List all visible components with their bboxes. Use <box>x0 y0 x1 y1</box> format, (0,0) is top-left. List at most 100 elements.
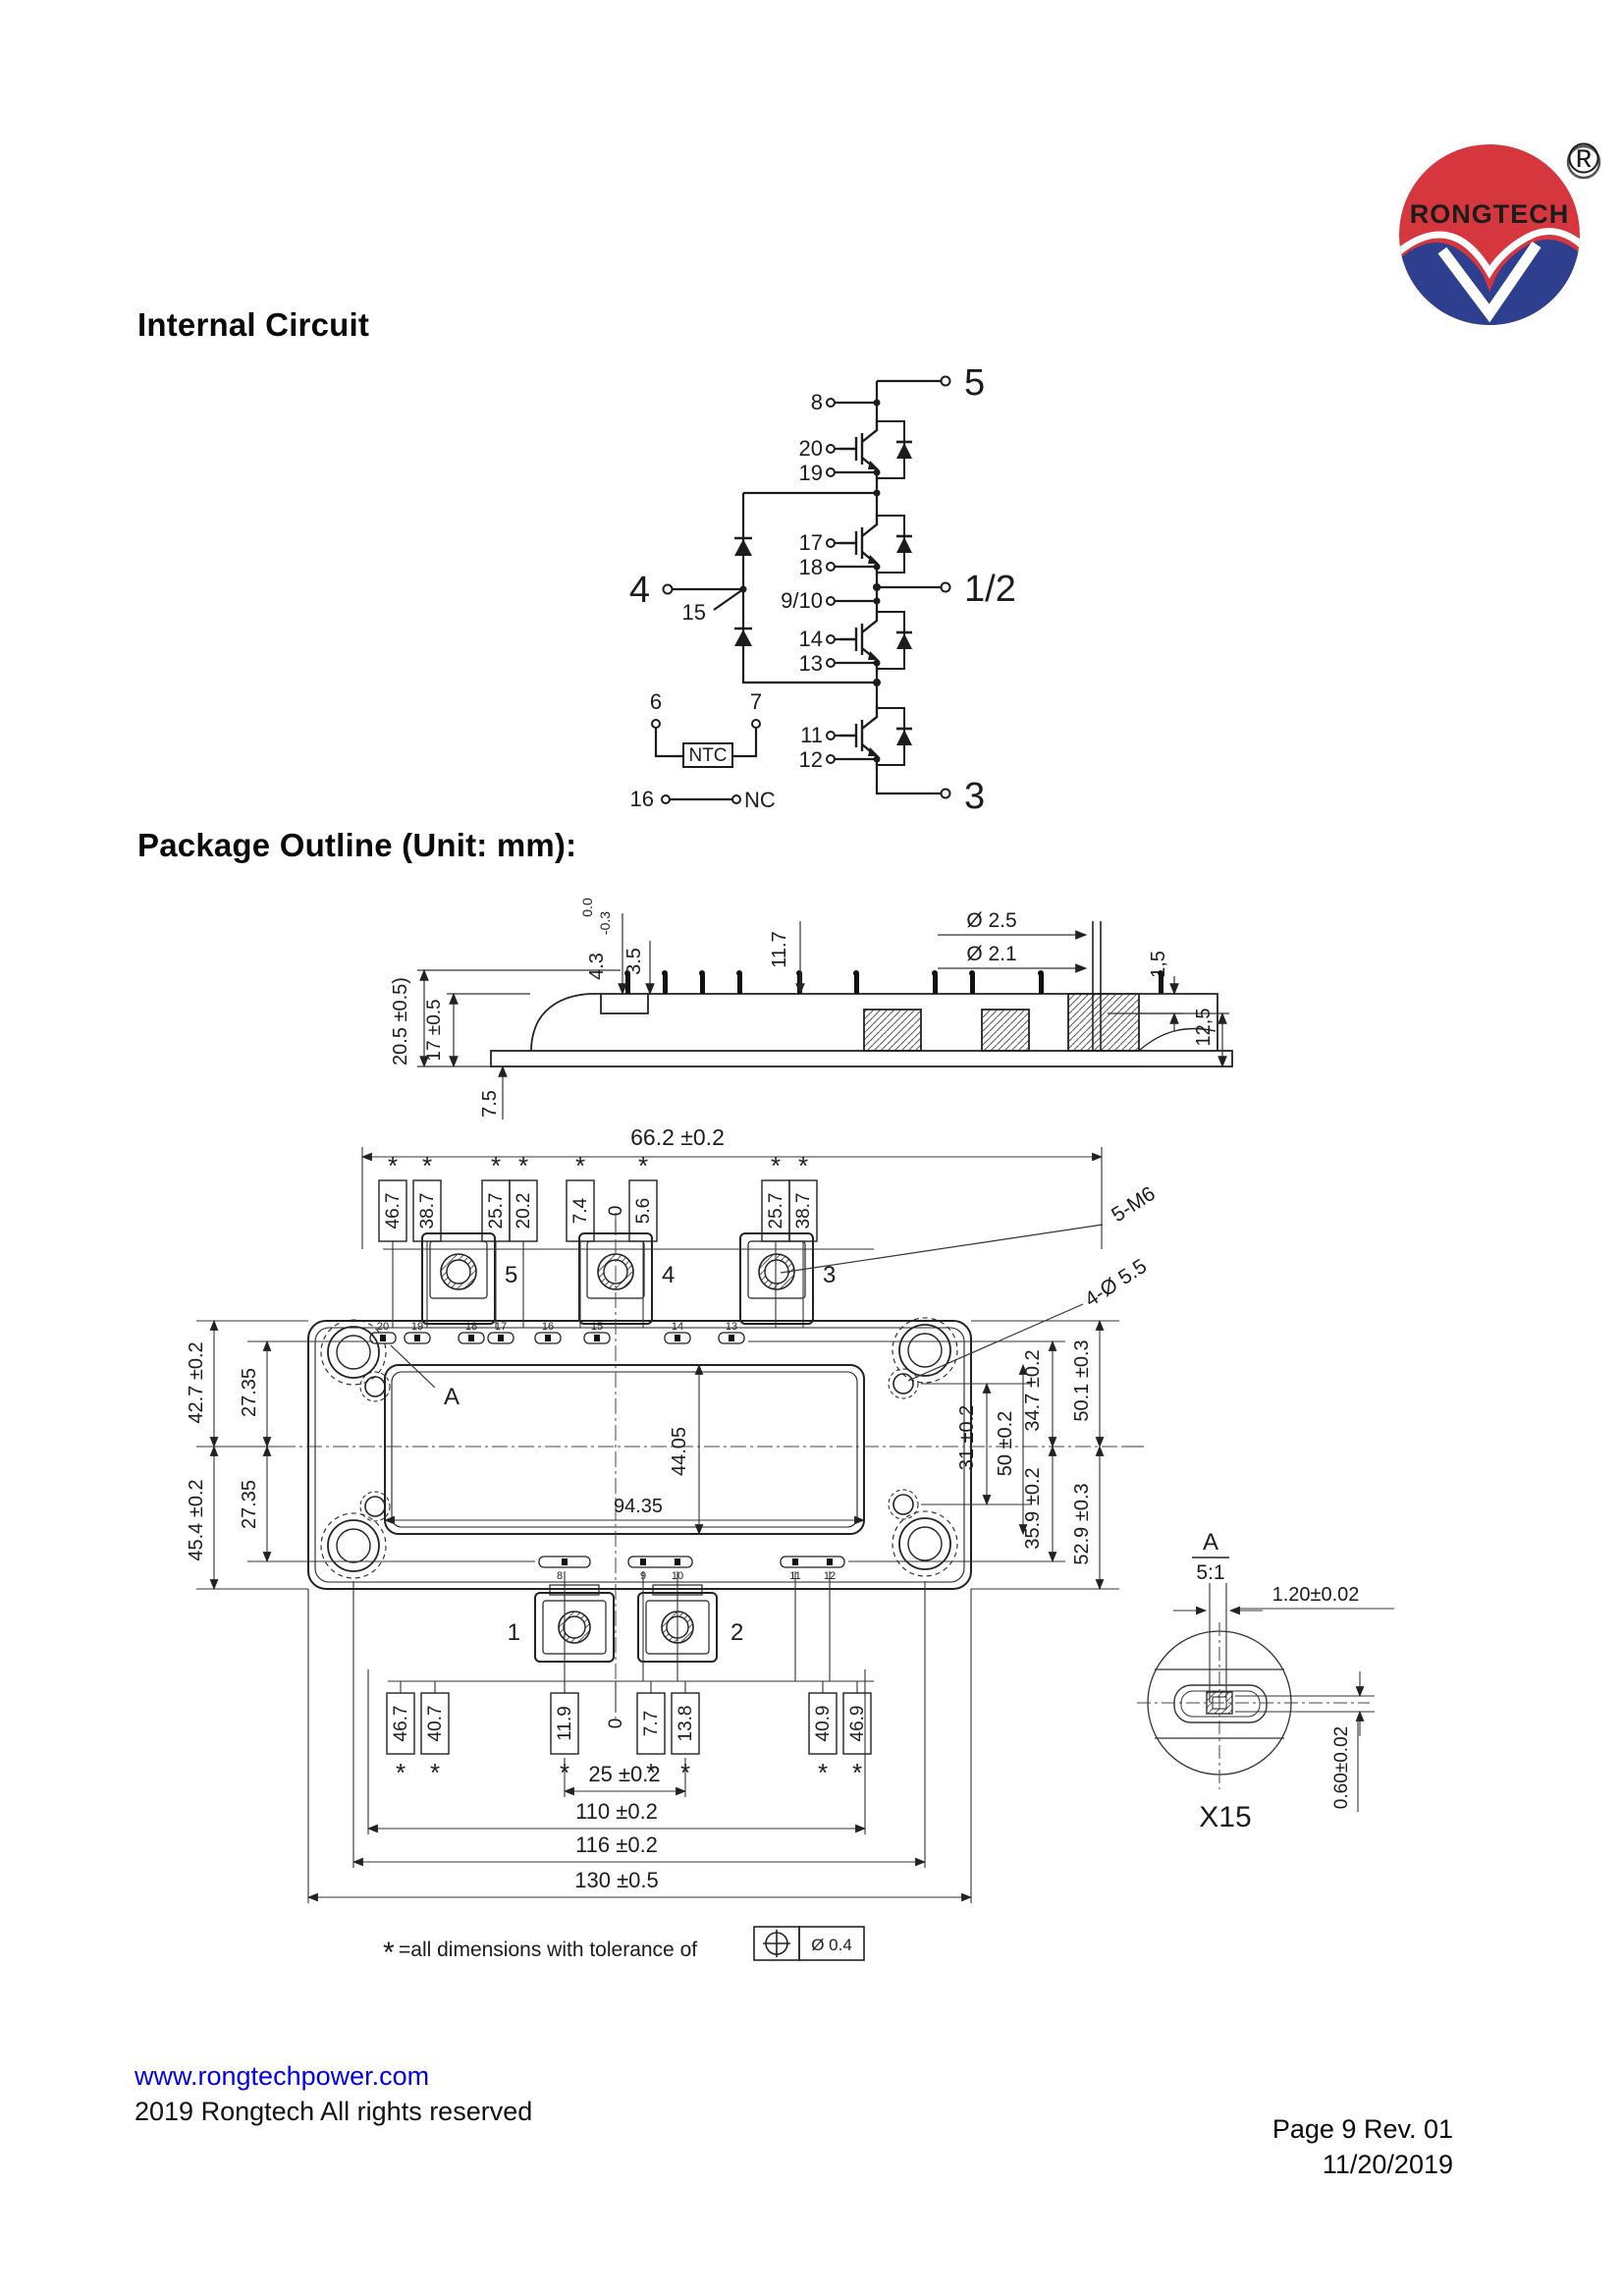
botdim-5: 40.9 <box>813 1706 834 1742</box>
span-25: 25 ±0.2 <box>588 1762 660 1786</box>
nc-label: NC <box>744 788 776 812</box>
leftdim-3: 45.4 ±0.2 <box>186 1479 207 1560</box>
copyright-text: 2019 Rongtech All rights reserved <box>135 2097 533 2126</box>
rongtech-logo: RONGTECH ® <box>1399 135 1601 325</box>
position-symbol-icon <box>763 1930 790 1957</box>
pin-20-label: 20 <box>799 436 823 461</box>
span-66: 66.2 ±0.2 <box>630 1124 725 1150</box>
website-link[interactable]: www.rongtechpower.com <box>135 2061 430 2091</box>
star: * <box>388 1151 398 1180</box>
thread-leader <box>780 1224 1104 1274</box>
dim-mount-height: 12,5 <box>1193 1009 1215 1047</box>
star: * <box>680 1758 690 1787</box>
bottom-dim-row: 46.7 40.7 11.9 0 7.7 13.8 40.9 46.9 * * … <box>306 1571 973 1903</box>
pkg-pin-18: 18 <box>465 1321 477 1333</box>
right-dims: 34.7 ±0.2 50.1 ±0.3 31 ±0.2 50 ±0.2 35.9… <box>748 1319 1144 1591</box>
revision-date: 11/20/2019 <box>1322 2150 1453 2179</box>
pkg-pin-8: 8 <box>557 1570 563 1582</box>
botdim-4: 13.8 <box>676 1706 696 1742</box>
terminal-top-5: 5 <box>505 1262 517 1288</box>
thread-label: 5-M6 <box>1108 1182 1160 1227</box>
ntc-box <box>682 742 733 768</box>
detail-view: A 5:1 1.20±0.02 <box>1137 1529 1394 1833</box>
botdim-1: 40.7 <box>425 1706 446 1742</box>
footer-right: Page 9 Rev. 01 11/20/2019 <box>1272 2111 1453 2182</box>
star: * <box>646 1758 656 1787</box>
pkg-pin-15: 15 <box>591 1321 603 1333</box>
topdim-7: 38.7 <box>793 1193 814 1230</box>
innerdim-height: 44.05 <box>669 1427 690 1476</box>
dim-dia-outer: Ø 2.5 <box>966 909 1016 932</box>
holes-label: 4-Ø 5.5 <box>1081 1255 1151 1311</box>
star: * <box>575 1151 585 1180</box>
detail-ref-leader <box>390 1344 436 1389</box>
dim-overall-height: 20.5 ±0.5) <box>390 977 411 1066</box>
rightdim-4: 35.9 ±0.2 <box>1022 1467 1044 1549</box>
internal-circuit-heading: Internal Circuit <box>137 306 370 343</box>
star: * <box>798 1151 808 1180</box>
rightdim-2: 31 ±0.2 <box>956 1405 978 1471</box>
star: * <box>422 1151 432 1180</box>
rightdim-1: 50.1 ±0.3 <box>1071 1339 1093 1421</box>
topdim-3: 20.2 <box>514 1193 534 1230</box>
star: * <box>818 1758 828 1787</box>
terminal-top-3: 3 <box>823 1262 836 1288</box>
star: * <box>430 1758 440 1787</box>
inner-dims: 44.05 94.35 <box>383 1363 866 1536</box>
pin-14-label: 14 <box>799 627 823 651</box>
pin-8-label: 8 <box>811 390 823 414</box>
side-view-pins <box>624 970 1163 994</box>
botdim-6: 46.9 <box>847 1706 868 1742</box>
topdim-1: 38.7 <box>417 1193 438 1230</box>
pkg-pin-17: 17 <box>495 1321 507 1333</box>
botdim-3: 7.7 <box>641 1711 662 1736</box>
detail-scale: 5:1 <box>1196 1561 1224 1584</box>
botdim-2: 11.9 <box>555 1706 575 1741</box>
pkg-pin-20: 20 <box>377 1321 389 1333</box>
topdim-5: 5.6 <box>633 1198 654 1224</box>
tolerance-note: * =all dimensions with tolerance of Ø 0.… <box>383 1926 865 1969</box>
package-outline-drawing: 20.5 ±0.5) 17 ±0.5 7.5 3.5 0.0 -0.3 4.3 … <box>186 898 1394 1969</box>
side-view-dim-labels: 20.5 ±0.5) 17 ±0.5 7.5 3.5 0.0 -0.3 4.3 … <box>390 898 1215 1118</box>
registered-mark: ® <box>1568 135 1599 183</box>
pin-11-label: 11 <box>800 723 823 747</box>
dim-tab: 3.5 <box>623 948 645 975</box>
star: * <box>518 1151 528 1180</box>
note-tol: Ø 0.4 <box>811 1936 852 1954</box>
rightdim-0: 34.7 ±0.2 <box>1022 1349 1044 1431</box>
terminal-12-label: 1/2 <box>964 569 1016 610</box>
centerlines <box>280 1213 1144 1719</box>
span-130: 130 ±0.5 <box>574 1868 658 1892</box>
innerdim-width: 94.35 <box>614 1496 663 1517</box>
holes-leader <box>907 1303 1084 1382</box>
dim-below: 7.5 <box>479 1090 501 1118</box>
pin-7-label: 7 <box>750 689 762 714</box>
junction-dots <box>739 399 881 763</box>
bottom-pin-slots: 8 9 10 11 12 <box>538 1556 845 1582</box>
topdim-6: 25.7 <box>766 1193 786 1230</box>
pin-910-label: 9/10 <box>781 588 823 613</box>
detail-title: A <box>1203 1529 1218 1556</box>
pkg-pin-14: 14 <box>672 1321 683 1333</box>
dim-body-height: 17 ±0.5 <box>424 999 445 1061</box>
pkg-pin-19: 19 <box>411 1321 423 1333</box>
dim-pin-height: 11.7 <box>769 931 790 967</box>
detail-thickness: 0.60±0.02 <box>1331 1726 1352 1809</box>
terminal-circles <box>651 375 951 804</box>
star: * <box>771 1151 781 1180</box>
pin-18-label: 18 <box>799 555 823 579</box>
detail-mag: X15 <box>1199 1801 1251 1833</box>
leftdim-2: 27.35 <box>239 1480 260 1529</box>
botdim-zero: 0 <box>606 1719 626 1729</box>
star: * <box>638 1151 648 1180</box>
leftdim-0: 42.7 ±0.2 <box>186 1341 207 1423</box>
terminal-4-label: 4 <box>629 570 650 611</box>
logo-brand: RONGTECH <box>1410 199 1570 229</box>
pin-16-label: 16 <box>630 787 654 811</box>
bottom-terminal-blocks <box>534 1584 718 1663</box>
span-110: 110 ±0.2 <box>575 1799 658 1824</box>
left-dims: 42.7 ±0.2 27.35 27.35 45.4 ±0.2 <box>186 1319 535 1591</box>
side-view-dim-lines <box>417 913 1229 1120</box>
terminal-5-label: 5 <box>964 362 985 404</box>
